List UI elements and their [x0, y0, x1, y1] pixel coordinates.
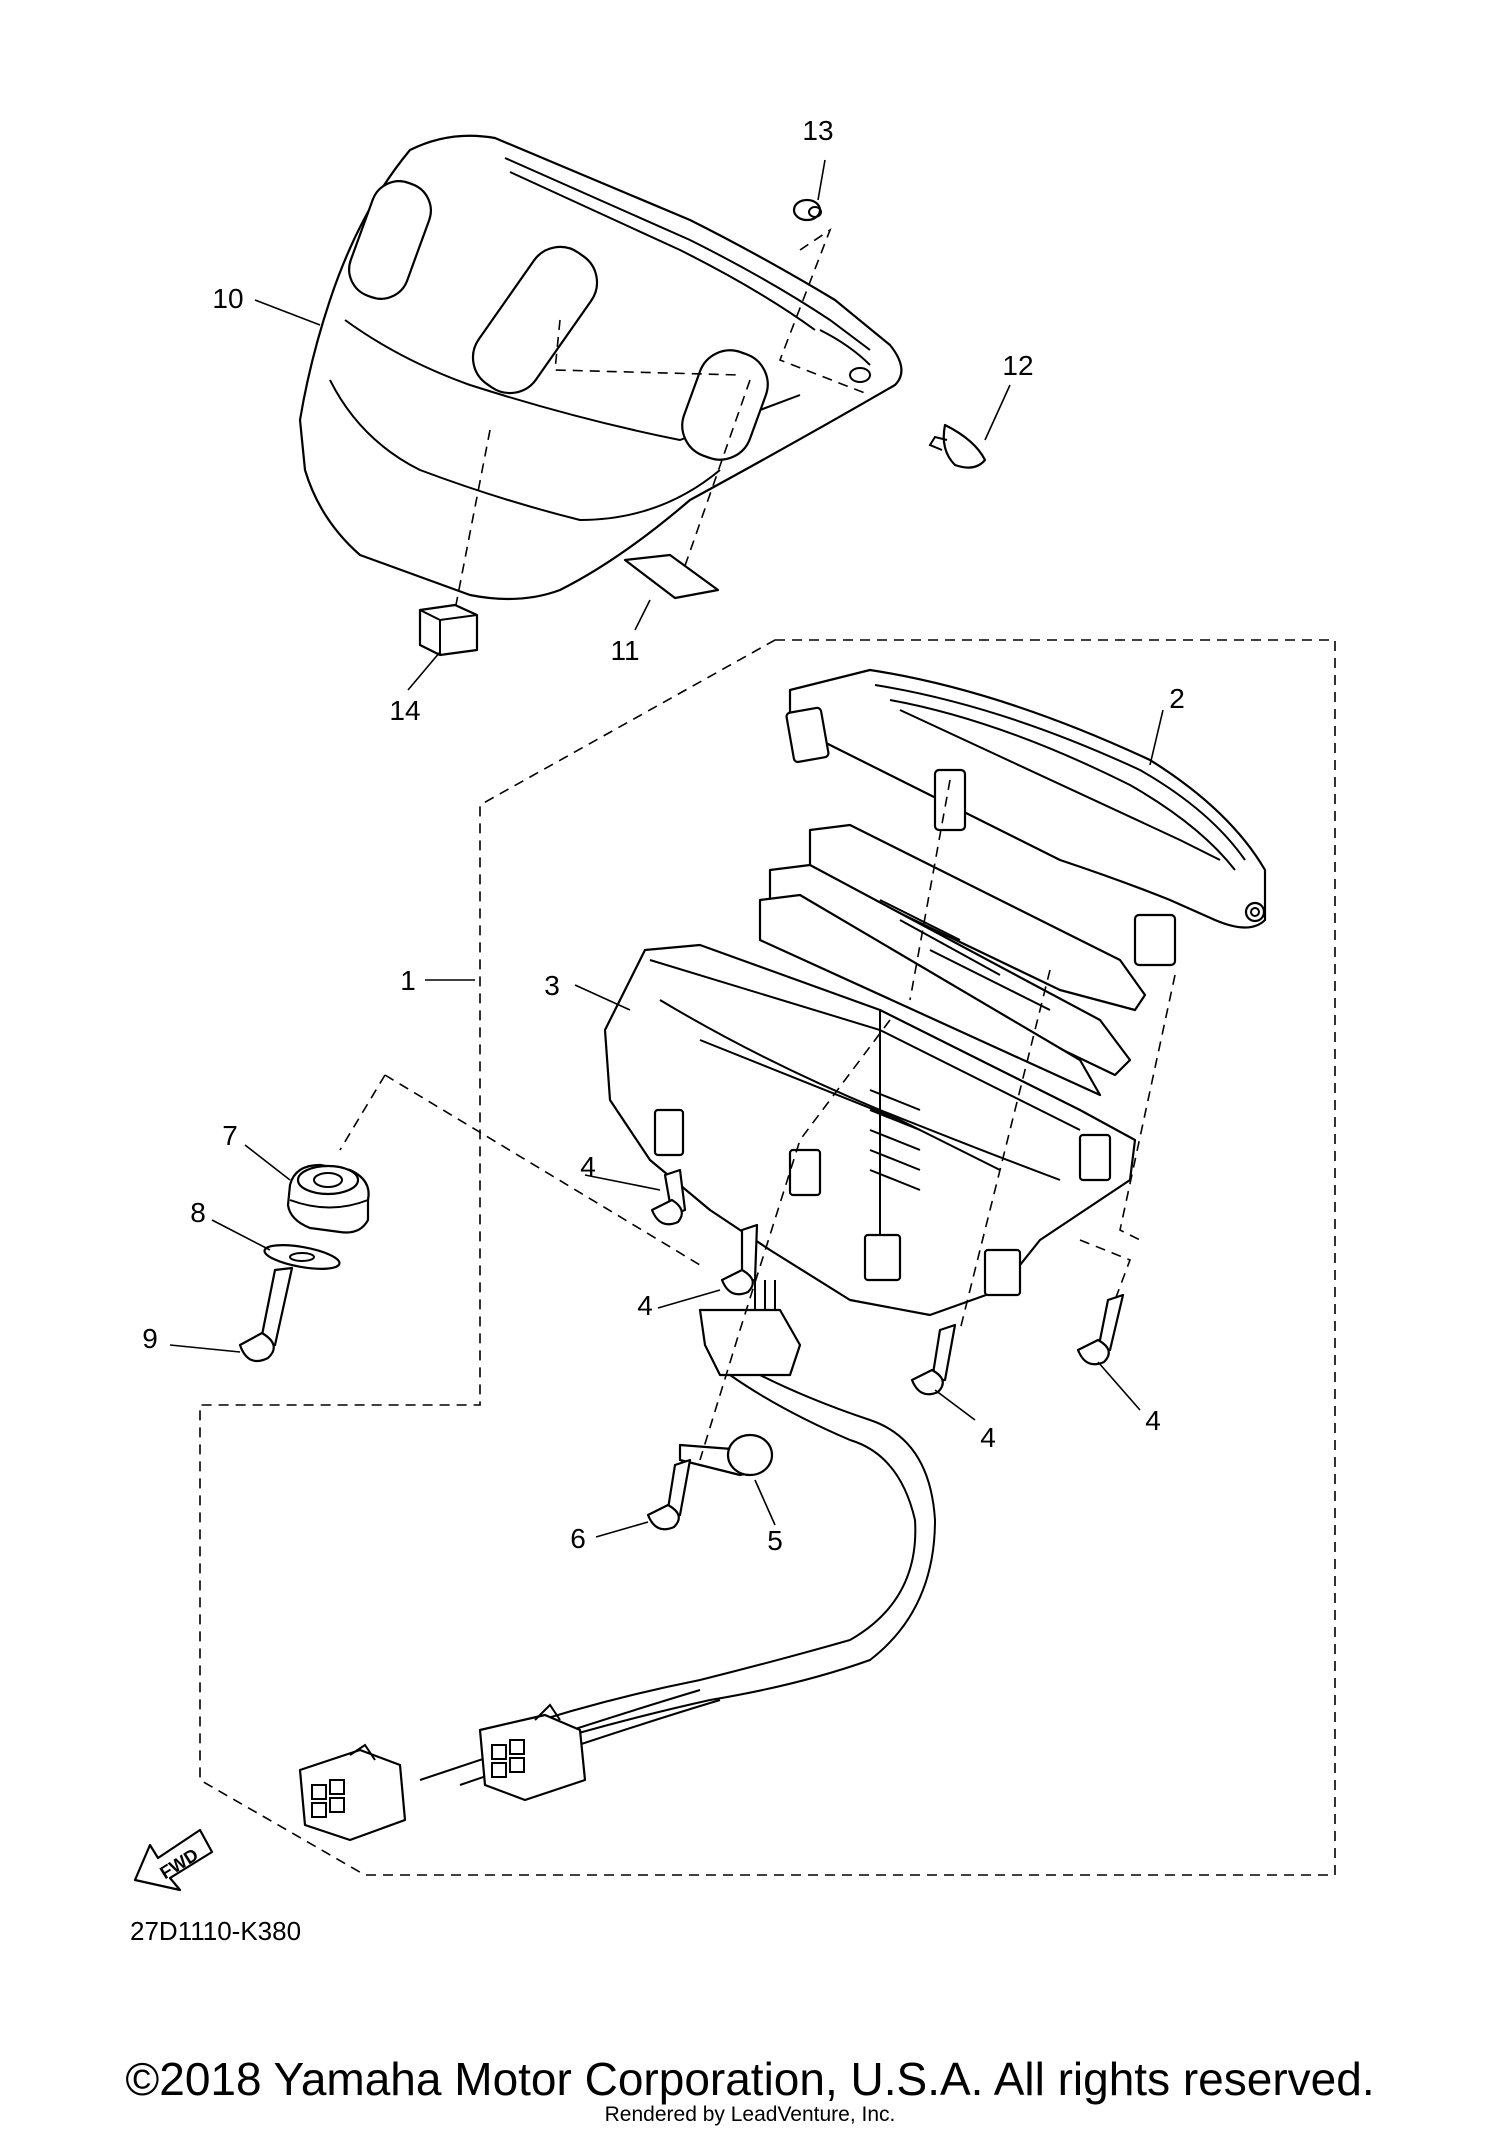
wire-harness: [419, 1280, 937, 1786]
callout-5: 5: [767, 1525, 783, 1556]
screw-12: [928, 423, 987, 469]
meter-case: [603, 943, 1137, 1317]
callout-8: 8: [190, 1197, 206, 1228]
assembly-boundary: [199, 639, 1336, 1876]
callout-2: 2: [1169, 683, 1185, 714]
connector-left: [298, 1743, 407, 1842]
grommet-7: [286, 1163, 370, 1234]
washer-8: [263, 1244, 341, 1270]
callout-4-b: 4: [637, 1290, 653, 1321]
clamp-5: [678, 1433, 774, 1477]
meter-lens: [785, 668, 1267, 967]
assembly-dashed-lines: [339, 779, 1176, 1461]
callout-13: 13: [802, 115, 833, 146]
copyright-notice: ©2018 Yamaha Motor Corporation, U.S.A. A…: [125, 2053, 1375, 2105]
callout-4-c: 4: [980, 1422, 996, 1453]
callout-3: 3: [544, 970, 560, 1001]
leader-lines: [169, 159, 1164, 1538]
callout-4-d: 4: [1145, 1405, 1161, 1436]
callout-1: 1: [400, 965, 416, 996]
diagram-code: 27D1110-K380: [130, 1916, 301, 1946]
callout-12: 12: [1002, 350, 1033, 381]
grommet-13: [792, 198, 822, 222]
callout-4-a: 4: [580, 1151, 596, 1182]
callout-14: 14: [389, 695, 420, 726]
callout-7: 7: [222, 1120, 238, 1151]
callout-11: 11: [610, 635, 639, 666]
callout-10: 10: [212, 283, 243, 314]
cover-dashed-lines: [454, 227, 871, 611]
circuit-board: [758, 823, 1147, 1097]
forward-direction-arrow: FWD: [133, 1828, 214, 1892]
connector-right: [478, 1703, 587, 1802]
callout-9: 9: [142, 1323, 158, 1354]
meter-cover: [298, 134, 903, 601]
pad-14: [418, 603, 479, 657]
callout-labels: 13 10 12 11 14 2 1 3 4 4 4 4 5 6 7 8 9: [142, 115, 1185, 1556]
rendered-by-notice: Rendered by LeadVenture, Inc.: [604, 2103, 896, 2126]
callout-6: 6: [570, 1523, 586, 1554]
pad-11: [623, 553, 720, 600]
screws: [238, 1168, 1125, 1531]
